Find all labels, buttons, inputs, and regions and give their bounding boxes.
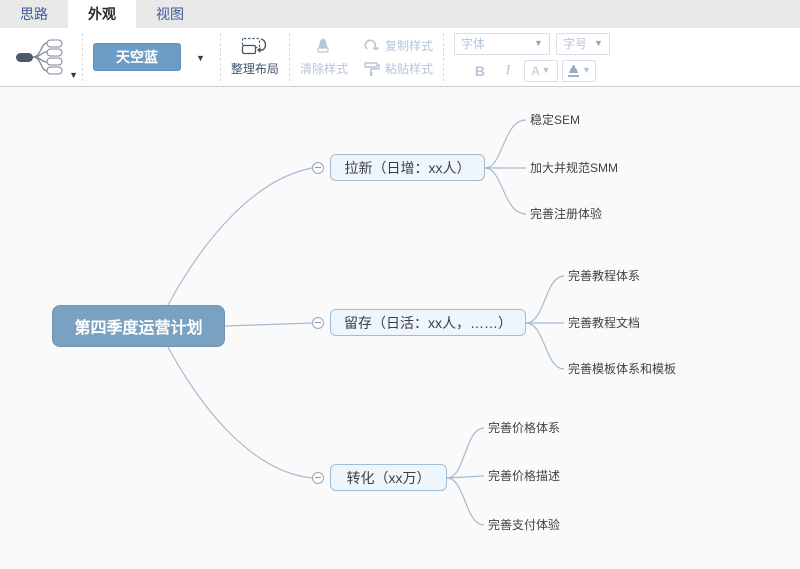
tab-appearance[interactable]: 外观 — [68, 0, 136, 28]
paste-style-icon — [364, 61, 380, 76]
tab-idea[interactable]: 思路 — [20, 6, 48, 22]
leaf-node[interactable]: 完善模板体系和模板 — [568, 362, 677, 376]
appearance-toolbar: ▼ 天空蓝 ▼ 整理布局 清除样式 — [0, 28, 800, 87]
ink-bottle-icon — [568, 65, 579, 77]
connector-line — [484, 167, 527, 215]
copy-style-label: 复制样式 — [384, 39, 433, 53]
format-button-row: B I A ▼ ▼ — [468, 59, 596, 82]
theme-group: 天空蓝 ▼ — [85, 28, 218, 86]
font-color-label: A — [531, 63, 540, 78]
root-node[interactable]: 第四季度运营计划 — [52, 305, 225, 347]
arrange-layout-icon — [241, 37, 267, 55]
copy-style-button[interactable]: 复制样式 — [364, 37, 433, 54]
collapse-minus-icon[interactable] — [312, 162, 324, 174]
leaf-node[interactable]: 完善价格体系 — [488, 421, 561, 435]
connector-curves — [167, 119, 565, 526]
style-clipboard-group: 复制样式 粘贴样式 — [356, 28, 441, 86]
connector-line — [446, 477, 485, 526]
copy-style-icon — [364, 38, 379, 50]
toolbar-separator — [442, 33, 444, 81]
theme-dropdown-button[interactable]: ▼ — [191, 44, 210, 70]
leaf-node[interactable]: 完善教程文档 — [568, 316, 641, 330]
chevron-down-icon: ▼ — [594, 38, 603, 48]
connector-line — [446, 475, 485, 479]
toolbar-separator — [288, 33, 290, 81]
connector-line — [446, 427, 485, 479]
connector-line — [525, 322, 565, 370]
font-color-button[interactable]: A ▼ — [523, 59, 558, 82]
collapse-minus-icon[interactable] — [312, 472, 324, 484]
connector-line — [167, 346, 313, 479]
font-family-select[interactable]: 字体 ▼ — [453, 32, 550, 55]
tab-bar: 思路 外观 视图 — [0, 0, 800, 28]
bold-button[interactable]: B — [474, 62, 486, 79]
toolbar-separator — [82, 33, 83, 81]
tab-view[interactable]: 视图 — [156, 6, 184, 22]
italic-button[interactable]: I — [505, 62, 511, 78]
clear-style-icon — [317, 38, 329, 53]
branch-node-acquisition[interactable]: 拉新（日增：xx人） — [330, 154, 485, 181]
chevron-down-icon: ▼ — [196, 53, 205, 63]
collapse-minus-icon[interactable] — [312, 317, 324, 329]
clear-style-button[interactable]: 清除样式 — [292, 28, 356, 86]
chevron-down-icon: ▼ — [534, 38, 543, 48]
structure-picker-button[interactable]: ▼ — [6, 28, 80, 86]
arrange-layout-button[interactable]: 整理布局 — [223, 28, 287, 86]
arrange-layout-label: 整理布局 — [230, 62, 279, 76]
branch-node-conversion[interactable]: 转化（xx万） — [330, 464, 447, 491]
clear-style-label: 清除样式 — [299, 61, 348, 76]
leaf-node[interactable]: 完善注册体验 — [530, 207, 603, 221]
font-family-value: 字体 — [460, 37, 485, 51]
theme-button[interactable]: 天空蓝 — [93, 43, 181, 71]
chevron-down-icon: ▼ — [541, 65, 551, 75]
leaf-node[interactable]: 完善教程体系 — [568, 269, 641, 283]
font-size-value: 字号 — [562, 37, 587, 51]
leaf-node[interactable]: 加大并规范SMM — [530, 161, 618, 175]
toolbar-separator — [219, 33, 221, 81]
leaf-node[interactable]: 完善支付体验 — [488, 518, 561, 532]
background-color-button[interactable]: ▼ — [561, 59, 596, 82]
connector-line — [224, 322, 313, 327]
branch-node-retention[interactable]: 留存（日活：xx人，……） — [330, 309, 526, 336]
connector-line — [484, 119, 527, 169]
mindmap-structure-icon — [16, 39, 63, 75]
leaf-node[interactable]: 稳定SEM — [530, 113, 581, 127]
connector-line — [167, 167, 313, 306]
paste-style-label: 粘贴样式 — [384, 62, 433, 76]
chevron-down-icon: ▼ — [582, 65, 591, 75]
font-size-select[interactable]: 字号 ▼ — [555, 32, 610, 55]
mindmap-canvas: 第四季度运营计划 拉新（日增：xx人） 留存（日活：xx人，……） 转化（xx万… — [0, 87, 800, 569]
paste-style-button[interactable]: 粘贴样式 — [364, 60, 433, 77]
font-select-row: 字体 ▼ 字号 ▼ — [453, 32, 610, 55]
chevron-down-icon: ▼ — [69, 70, 78, 80]
font-group: 字体 ▼ 字号 ▼ B I A ▼ — [446, 28, 618, 86]
leaf-node[interactable]: 完善价格描述 — [488, 469, 561, 483]
connector-line — [525, 275, 565, 324]
